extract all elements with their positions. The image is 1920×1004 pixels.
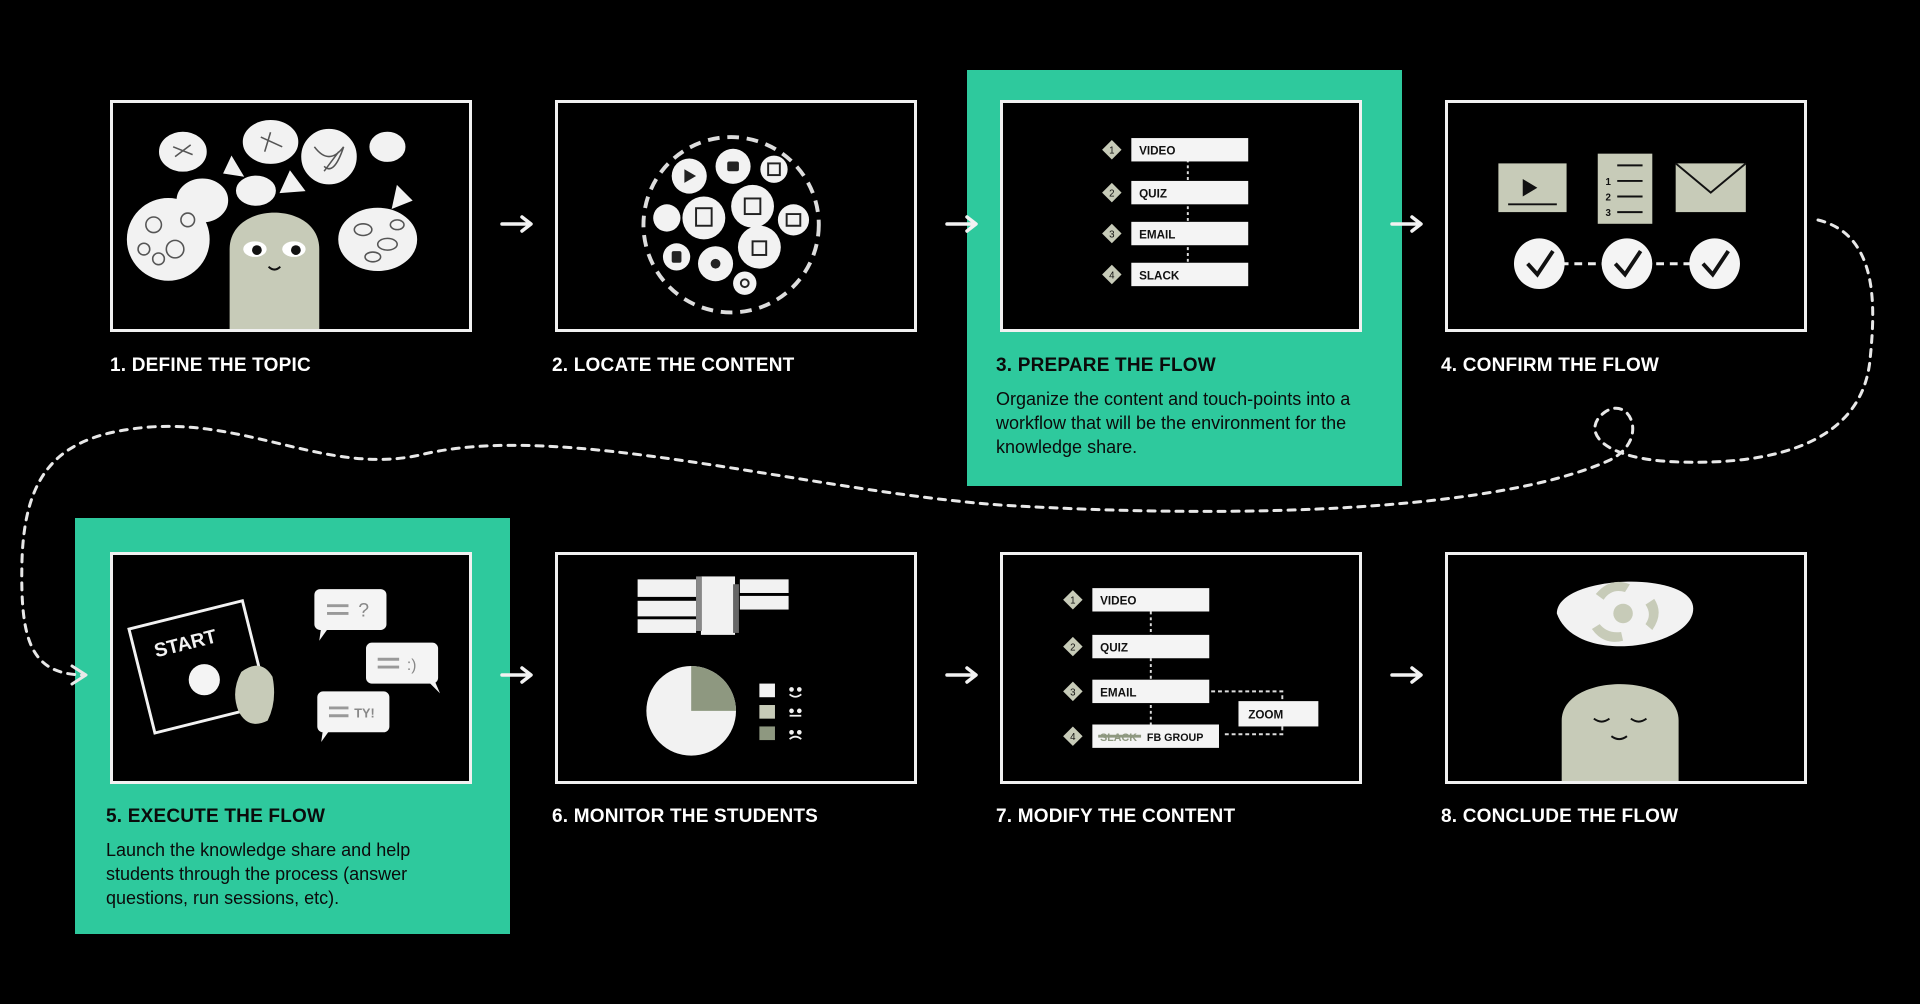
modify-flow-illustration: 1 VIDEO 2 QUIZ 3 EMAIL 4 SLACK — [1063, 588, 1319, 748]
svg-text:?: ? — [358, 599, 369, 621]
step-title-5: 5. EXECUTE THE FLOW — [106, 806, 326, 827]
svg-text:QUIZ: QUIZ — [1139, 187, 1167, 200]
svg-text:3: 3 — [1070, 687, 1075, 698]
checkmark-icon — [1601, 238, 1653, 290]
zoom-item: ZOOM — [1238, 701, 1319, 727]
chat-bubble-3: TY! — [317, 691, 390, 743]
conclude-flow-illustration — [1556, 581, 1694, 781]
flow-item-1: 1 VIDEO — [1102, 138, 1249, 162]
svg-text:1: 1 — [1070, 596, 1075, 607]
svg-text::): :) — [407, 657, 417, 674]
numbered-list-icon: 1 2 3 — [1597, 153, 1653, 224]
hand-shape — [235, 665, 275, 724]
svg-text:2: 2 — [1109, 189, 1114, 200]
flow-item-2: 2 QUIZ — [1102, 180, 1249, 205]
legend-swatches — [759, 683, 775, 741]
frame-prepare-flow: 1 VIDEO 2 QUIZ 3 EMAIL 4 SLACK — [1000, 100, 1362, 332]
execute-flow-illustration: START ? :) T — [127, 589, 441, 743]
step-description-5: Launch the knowledge share and help stud… — [106, 840, 411, 908]
content-sources-illustration — [641, 135, 821, 315]
svg-text:SLACK: SLACK — [1100, 732, 1137, 744]
refresh-cycle-icon — [1591, 581, 1659, 642]
svg-text:TY!: TY! — [354, 707, 374, 721]
step-title-3: 3. PREPARE THE FLOW — [996, 355, 1216, 376]
frame-confirm-flow: 1 2 3 — [1445, 100, 1807, 332]
checkmark-icon — [1689, 238, 1740, 290]
svg-text:EMAIL: EMAIL — [1100, 686, 1136, 699]
svg-text:4: 4 — [1070, 732, 1076, 743]
character-figure — [1561, 684, 1679, 781]
svg-text:QUIZ: QUIZ — [1100, 641, 1128, 654]
svg-text:3: 3 — [1606, 208, 1612, 219]
svg-text:2: 2 — [1070, 642, 1075, 653]
start-button-circle — [188, 664, 220, 696]
step-title-8: 8. CONCLUDE THE FLOW — [1441, 806, 1679, 827]
modify-item-2: 2 QUIZ — [1063, 634, 1210, 659]
step-title-2: 2. LOCATE THE CONTENT — [552, 355, 795, 376]
arrow-right-icon — [945, 215, 978, 233]
thought-clouds-illustration — [126, 120, 418, 329]
chat-bubble-1: ? — [314, 589, 387, 641]
flow-list-illustration: 1 VIDEO 2 QUIZ 3 EMAIL 4 SLACK — [1102, 138, 1249, 287]
monitor-illustration — [637, 576, 802, 756]
frame-modify-content: 1 VIDEO 2 QUIZ 3 EMAIL 4 SLACK — [1000, 552, 1362, 784]
step-title-7: 7. MODIFY THE CONTENT — [996, 806, 1236, 827]
envelope-icon — [1675, 162, 1747, 213]
flow-item-3: 3 EMAIL — [1102, 221, 1249, 246]
modify-item-1: 1 VIDEO — [1063, 588, 1210, 612]
character-figure — [229, 212, 320, 329]
svg-text:1: 1 — [1606, 177, 1612, 188]
frame-define-topic — [110, 100, 472, 332]
step-title-1: 1. DEFINE THE TOPIC — [110, 355, 311, 376]
modify-item-4: 4 SLACK FB GROUP — [1063, 724, 1219, 748]
frame-monitor-students — [555, 552, 917, 784]
arrow-right-icon — [500, 215, 533, 233]
svg-text:2: 2 — [1606, 192, 1612, 203]
svg-text:1: 1 — [1109, 146, 1114, 157]
arrow-right-icon — [945, 666, 978, 684]
frame-conclude-flow — [1445, 552, 1807, 784]
arrow-right-icon — [500, 666, 533, 684]
svg-text:ZOOM: ZOOM — [1248, 709, 1283, 722]
svg-text:4: 4 — [1109, 270, 1115, 281]
face-icons — [789, 687, 802, 740]
frame-locate-content — [555, 100, 917, 332]
step-title-4: 4. CONFIRM THE FLOW — [1441, 355, 1660, 376]
checkmark-icon — [1513, 238, 1565, 290]
svg-text:SLACK: SLACK — [1139, 269, 1180, 282]
svg-text:VIDEO: VIDEO — [1100, 595, 1136, 608]
chat-bubble-2: :) — [366, 642, 441, 694]
frame-execute-flow: START ? :) T — [110, 552, 472, 784]
step-description-3: Organize the content and touch-points in… — [996, 389, 1351, 457]
arrow-right-icon — [1390, 666, 1423, 684]
flow-item-4: 4 SLACK — [1102, 262, 1249, 287]
pie-chart — [646, 666, 736, 756]
modify-item-3: 3 EMAIL — [1063, 679, 1210, 704]
svg-text:VIDEO: VIDEO — [1139, 145, 1175, 158]
svg-text:FB GROUP: FB GROUP — [1147, 732, 1204, 744]
confirm-flow-illustration: 1 2 3 — [1498, 153, 1747, 290]
video-icon — [1498, 163, 1567, 213]
arrow-right-icon — [1390, 215, 1423, 233]
step-title-6: 6. MONITOR THE STUDENTS — [552, 806, 819, 827]
svg-text:EMAIL: EMAIL — [1139, 228, 1175, 241]
svg-text:3: 3 — [1109, 229, 1114, 240]
bar-blocks — [637, 576, 789, 635]
